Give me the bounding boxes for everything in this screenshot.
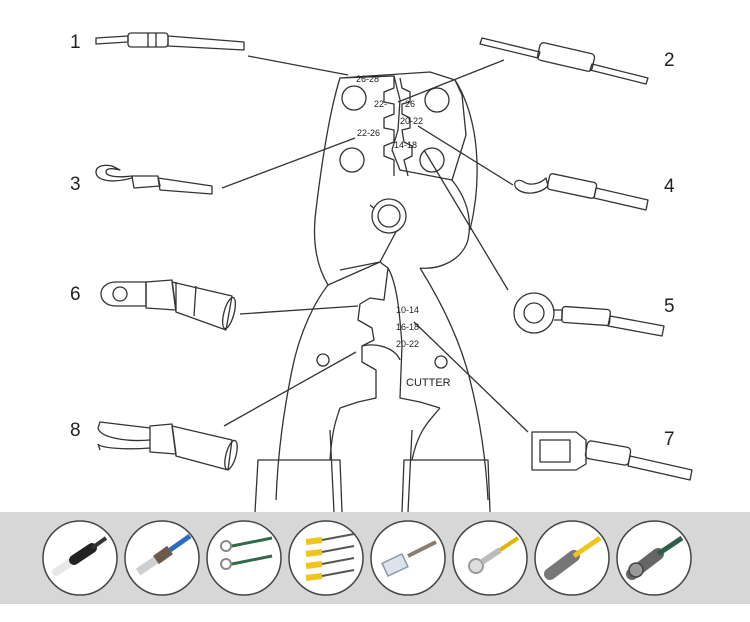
leader-lines — [221, 55, 529, 433]
gauge-label: 14-18 — [394, 140, 417, 150]
gauge-label: 22-26 — [357, 128, 380, 138]
callout-5: 5 — [664, 296, 675, 317]
gauge-label: 20-22 — [396, 339, 419, 349]
gauge-label: 26-28 — [356, 74, 379, 84]
crimping-tool-body — [254, 71, 491, 513]
bare-ferrule-icon — [124, 520, 200, 596]
callout-2: 2 — [664, 50, 675, 71]
gauge-label: 20-22 — [400, 116, 423, 126]
callout-3: 3 — [70, 174, 81, 195]
terminal-3-fork-terminal — [95, 164, 213, 195]
terminal-2-butt-splice — [479, 37, 649, 85]
callout-7: 7 — [664, 429, 675, 450]
terminal-4-fork-terminal — [514, 173, 649, 211]
insulated-ferrule-icon — [42, 520, 118, 596]
thumbnail-circle — [370, 520, 446, 596]
ring-lug-terminal-icon — [452, 520, 528, 596]
terminal-6-insulated-ring-terminal — [100, 279, 237, 331]
cutter-label: CUTTER — [406, 377, 451, 389]
callout-8: 8 — [70, 420, 81, 441]
female-spade-connector-icon — [370, 520, 446, 596]
terminal-5-ring-terminal — [513, 292, 665, 337]
callout-6: 6 — [70, 284, 81, 305]
gauge-label: 26 — [405, 99, 415, 109]
callout-4: 4 — [664, 176, 675, 197]
callout-numbers: 1 2 3 4 5 6 7 8 — [70, 32, 675, 450]
terminal-thumbnails — [42, 520, 692, 596]
terminal-1-pin-connector — [95, 32, 245, 51]
upper-gauge-labels: 26-28 22- 26 20-22 22-26 14-18 — [356, 74, 423, 150]
gauge-label: 10-14 — [396, 305, 419, 315]
yellow-insulated-terminals-icon — [288, 520, 364, 596]
thumbnail-circle — [206, 520, 282, 596]
terminal-7-female-spade — [531, 431, 693, 481]
gauge-label: 22- — [374, 99, 387, 109]
gauge-label: 16-18 — [396, 322, 419, 332]
bnc-connector-icon — [616, 520, 692, 596]
callout-1: 1 — [70, 32, 81, 53]
lower-gauge-labels: 10-14 16-18 20-22 CUTTER — [396, 305, 451, 389]
ring-terminal-pair-icon — [206, 520, 282, 596]
terminal-8-insulated-fork — [97, 421, 238, 471]
f-type-connector-icon — [534, 520, 610, 596]
